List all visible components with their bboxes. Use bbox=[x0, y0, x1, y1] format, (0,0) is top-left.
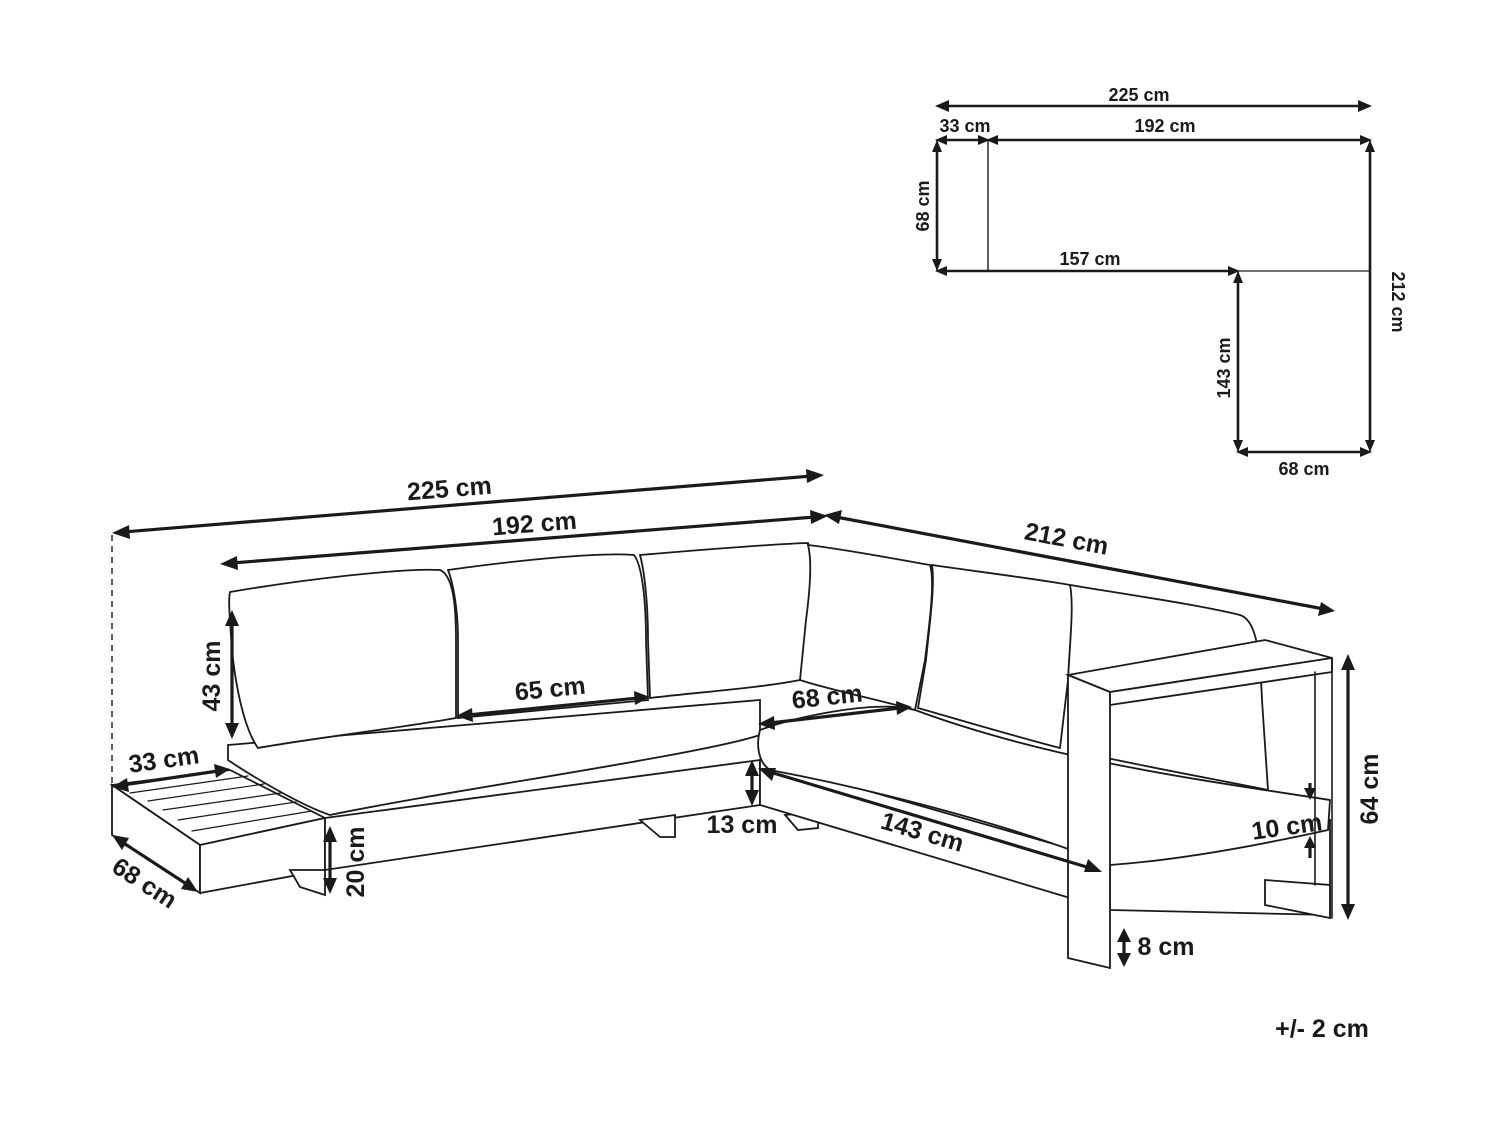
top-chaise-length-label: 143 cm bbox=[1214, 337, 1234, 398]
right-sofa-base bbox=[759, 758, 1331, 920]
back-cushion-3 bbox=[638, 542, 815, 700]
frame-height-label: 13 cm bbox=[707, 811, 778, 839]
seat-clearance-label: 20 cm bbox=[342, 827, 370, 898]
top-chaise-width-label: 68 cm bbox=[1278, 459, 1329, 479]
table-width-label: 33 cm bbox=[127, 741, 201, 779]
left-seat-cushion bbox=[227, 699, 761, 816]
overall-width-label: 225 cm bbox=[406, 472, 493, 507]
top-view: 225 cm 33 cm 192 cm 68 cm 157 cm 212 cm … bbox=[913, 85, 1408, 479]
sofa-width-label: 192 cm bbox=[491, 507, 578, 542]
back-cushion-5 bbox=[916, 563, 1074, 750]
total-height-label: 64 cm bbox=[1356, 754, 1384, 825]
back-cushion-1 bbox=[228, 568, 457, 749]
back-cushion-2 bbox=[446, 553, 649, 719]
leg-height-label: 8 cm bbox=[1138, 933, 1195, 961]
tolerance-note: +/- 2 cm bbox=[1275, 1015, 1369, 1043]
perspective-view: 225 cm 192 cm 212 cm 43 cm 65 cm 68 cm 3… bbox=[107, 469, 1384, 970]
back-height-label: 43 cm bbox=[198, 641, 226, 712]
top-overall-depth-label: 212 cm bbox=[1388, 271, 1408, 332]
top-depth-left-label: 68 cm bbox=[913, 180, 933, 231]
top-inner-width-label: 157 cm bbox=[1059, 249, 1120, 269]
top-table-width-label: 33 cm bbox=[939, 116, 990, 136]
armrest bbox=[1064, 639, 1333, 970]
back-cushion-4 bbox=[799, 543, 933, 712]
top-view-outline bbox=[936, 139, 1371, 453]
top-sofa-width-label: 192 cm bbox=[1134, 116, 1195, 136]
top-overall-width-label: 225 cm bbox=[1108, 85, 1169, 105]
